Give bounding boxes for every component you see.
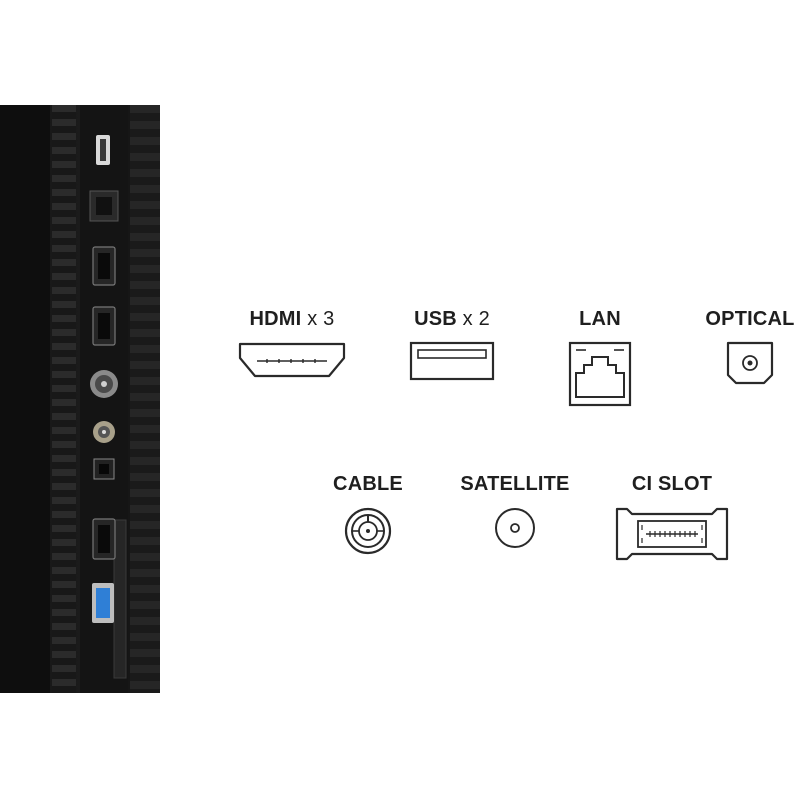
usb-port-spec: USB x 2	[392, 307, 512, 381]
usb-label: USB x 2	[414, 307, 490, 331]
satellite-port-spec: SATELLITE	[455, 472, 575, 550]
lan-label: LAN	[579, 307, 621, 331]
hdmi-port-spec: HDMI x 3	[232, 307, 352, 379]
optical-label: OPTICAL	[705, 307, 794, 331]
optical-port-icon	[726, 341, 774, 385]
cable-name: CABLE	[333, 473, 403, 495]
ci-slot-spec: CI SLOT	[612, 472, 732, 562]
cable-label: CABLE	[333, 472, 403, 496]
hdmi-name: HDMI	[249, 308, 302, 330]
optical-name: OPTICAL	[705, 308, 795, 330]
coax-cable-port-icon	[343, 506, 393, 556]
satellite-port-icon	[493, 506, 537, 550]
satellite-name: SATELLITE	[460, 473, 570, 495]
satellite-label: SATELLITE	[460, 472, 569, 496]
ci-slot-icon	[614, 506, 730, 562]
usb-count: x 2	[462, 308, 490, 330]
ci-slot-label: CI SLOT	[632, 472, 712, 496]
usb-port-icon	[409, 341, 495, 381]
lan-name: LAN	[579, 308, 621, 330]
optical-port-spec: OPTICAL	[690, 307, 800, 385]
hdmi-label: HDMI x 3	[250, 307, 335, 331]
lan-port-spec: LAN	[540, 307, 660, 407]
hdmi-count: x 3	[307, 308, 335, 330]
hdmi-port-icon	[237, 341, 347, 379]
cable-port-spec: CABLE	[308, 472, 428, 556]
lan-port-icon	[568, 341, 632, 407]
usb-name: USB	[414, 308, 457, 330]
tv-back-panel-image	[0, 105, 160, 693]
ci-slot-name: CI SLOT	[631, 473, 713, 495]
